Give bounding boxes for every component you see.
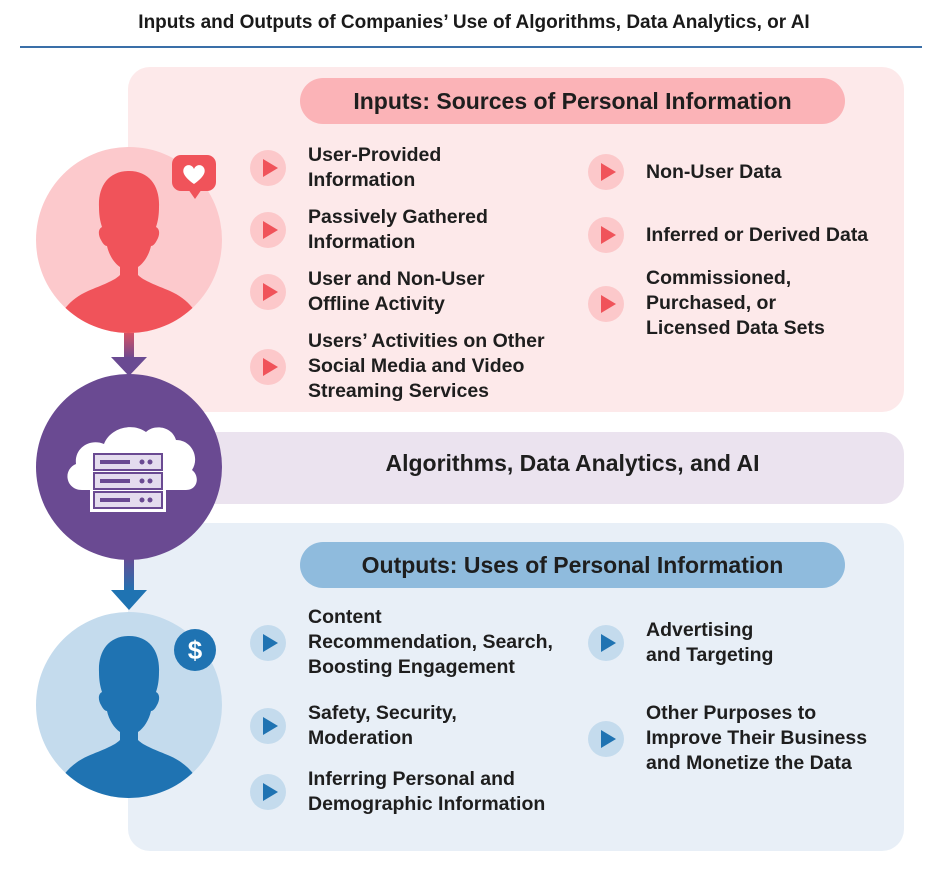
play-triangle-icon bbox=[250, 212, 286, 248]
heart-speech-bubble-icon bbox=[172, 155, 216, 199]
inputs-heading: Inputs: Sources of Personal Information bbox=[300, 78, 845, 124]
output-item-label: Safety, Security, Moderation bbox=[308, 702, 457, 749]
arrow-down-icon bbox=[111, 327, 147, 376]
play-triangle-icon bbox=[588, 625, 624, 661]
play-triangle-icon bbox=[588, 720, 624, 757]
output-item-label: Other Purposes to Improve Their Business… bbox=[646, 702, 868, 774]
process-circle bbox=[36, 374, 222, 560]
output-item: Content Recommendation, Search, Boosting… bbox=[250, 605, 553, 680]
input-item: User-Provided Information bbox=[250, 143, 441, 193]
user-silhouette-icon bbox=[54, 636, 204, 798]
output-item-label: Inferring Personal and Demographic Infor… bbox=[308, 768, 546, 815]
output-item: Other Purposes to Improve Their Business… bbox=[588, 701, 867, 776]
arrow-down-icon bbox=[111, 556, 147, 610]
input-item-label: User-Provided Information bbox=[308, 144, 442, 191]
input-item-label: Inferred or Derived Data bbox=[646, 223, 869, 246]
output-item: Safety, Security, Moderation bbox=[250, 701, 457, 751]
play-triangle-icon bbox=[250, 708, 286, 744]
output-item-label: Content Recommendation, Search, Boosting… bbox=[308, 606, 553, 678]
play-triangle-icon bbox=[588, 217, 624, 253]
input-item: Commissioned, Purchased, or Licensed Dat… bbox=[588, 266, 825, 341]
svg-text:$: $ bbox=[188, 635, 203, 665]
input-item-label: Users’ Activities on Other Social Media … bbox=[308, 330, 545, 402]
title-divider bbox=[20, 46, 922, 48]
input-item-label: Passively Gathered Information bbox=[308, 206, 488, 253]
outputs-heading: Outputs: Uses of Personal Information bbox=[300, 542, 845, 588]
play-triangle-icon bbox=[250, 774, 286, 810]
play-triangle-icon bbox=[250, 150, 286, 186]
input-item-label: Commissioned, Purchased, or Licensed Dat… bbox=[646, 267, 825, 339]
diagram-title: Inputs and Outputs of Companies’ Use of … bbox=[138, 12, 810, 33]
input-item-label: User and Non-User Offline Activity bbox=[308, 268, 485, 315]
play-triangle-icon bbox=[250, 624, 286, 661]
output-item: Inferring Personal and Demographic Infor… bbox=[250, 767, 545, 817]
play-triangle-icon bbox=[588, 154, 624, 190]
input-item: Non-User Data bbox=[588, 154, 781, 190]
user-silhouette-icon bbox=[54, 171, 204, 333]
input-item: Users’ Activities on Other Social Media … bbox=[250, 329, 545, 404]
input-item: Inferred or Derived Data bbox=[588, 217, 868, 253]
play-triangle-icon bbox=[250, 348, 286, 385]
process-panel bbox=[128, 432, 904, 504]
process-label: Algorithms, Data Analytics, and AI bbox=[385, 450, 760, 476]
dollar-sign-icon: $ bbox=[174, 629, 216, 671]
output-item: Advertising and Targeting bbox=[588, 618, 773, 668]
play-triangle-icon bbox=[250, 274, 286, 310]
input-item-label: Non-User Data bbox=[646, 160, 782, 183]
output-item-label: Advertising and Targeting bbox=[646, 619, 774, 666]
input-item: User and Non-User Offline Activity bbox=[250, 267, 485, 317]
play-triangle-icon bbox=[588, 285, 624, 322]
cloud-server-icon bbox=[67, 427, 197, 512]
input-item: Passively Gathered Information bbox=[250, 205, 488, 255]
